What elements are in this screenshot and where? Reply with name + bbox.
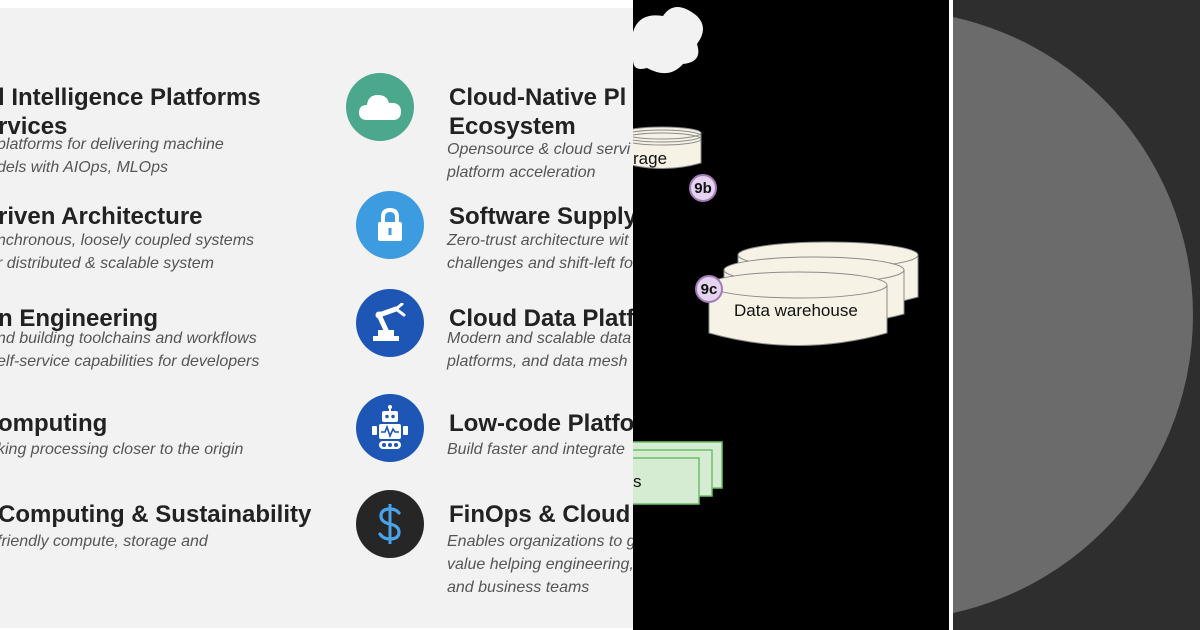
trend-finops-title: FinOps & Cloud [449,501,631,528]
tech-trends-slide: l Intelligence Platforms rvices platform… [0,8,633,628]
trend-platform-engineering-desc-line-2: elf-service capabilities for developers [0,353,260,370]
step-badge-9c: 9c [695,275,723,303]
architecture-diagram: rage 9b 9c Data warehouse s [633,0,949,630]
trend-software-supply-desc-line-1: Zero-trust architecture wit [447,232,629,249]
trend-ai-platforms-desc-line-1: platforms for delivering machine [0,136,224,153]
trend-platform-engineering-desc-line-1: nd building toolchains and workflows [0,330,257,347]
trend-low-code-desc: Build faster and integrate [447,441,625,458]
lock-icon [356,191,424,259]
grey-image-panel [953,0,1200,630]
trend-software-supply-title: Software Supply [449,203,633,230]
dollar-icon [356,490,424,558]
trend-ai-platforms-title-line-2: rvices [0,113,68,140]
trend-finops-desc-line-3: and business teams [447,579,590,596]
trend-platform-engineering-title: n Engineering [0,305,159,332]
storage-cylinder [633,126,702,169]
trend-green-computing-desc: friendly compute, storage and [0,533,208,550]
trend-cloud-data-platform-desc-line-1: Modern and scalable data [447,330,632,347]
trend-cloud-native-title-line-1: Cloud-Native Pl [449,84,627,111]
data-warehouse-label: Data warehouse [734,301,858,320]
trend-cloud-native-desc-line-1: Opensource & cloud servi [447,141,631,158]
trend-cloud-native-title-line-2: Ecosystem [449,113,576,140]
robot-icon [356,394,424,462]
trend-event-driven-desc-line-1: nchronous, loosely coupled systems [0,232,255,249]
trend-cloud-data-platform-title: Cloud Data Platf [449,305,633,332]
trend-edge-computing-title: omputing [0,410,108,437]
trend-event-driven-title: riven Architecture [0,203,203,230]
trend-cloud-native-desc-line-2: platform acceleration [447,164,596,181]
queue-label: s [633,472,642,491]
trend-green-computing-title: Computing & Sustainability [0,501,312,528]
grey-circle-shape [953,10,1193,620]
trend-ai-platforms-title-line-1: l Intelligence Platforms [0,84,261,111]
trend-finops-desc-line-1: Enables organizations to g [447,533,633,550]
cloud-icon [346,73,414,141]
trend-ai-platforms-desc-line-2: dels with AIOps, MLOps [0,159,169,176]
trend-software-supply-desc-line-2: challenges and shift-left fo [447,255,633,272]
trend-finops-desc-line-2: value helping engineering, [447,556,633,573]
panel-divider [949,0,953,630]
cloud-shape [633,7,703,74]
storage-label: rage [633,149,668,168]
trend-event-driven-desc-line-2: r distributed & scalable system [0,255,214,272]
trend-edge-computing-desc: king processing closer to the origin [0,441,244,458]
trend-low-code-title: Low-code Platfo [449,410,633,437]
robotic-arm-icon [356,289,424,357]
step-badge-9b: 9b [689,174,717,202]
data-warehouse-cylinders [708,241,919,346]
queue-stack [633,441,723,505]
trend-cloud-data-platform-desc-line-2: platforms, and data mesh [447,353,628,370]
